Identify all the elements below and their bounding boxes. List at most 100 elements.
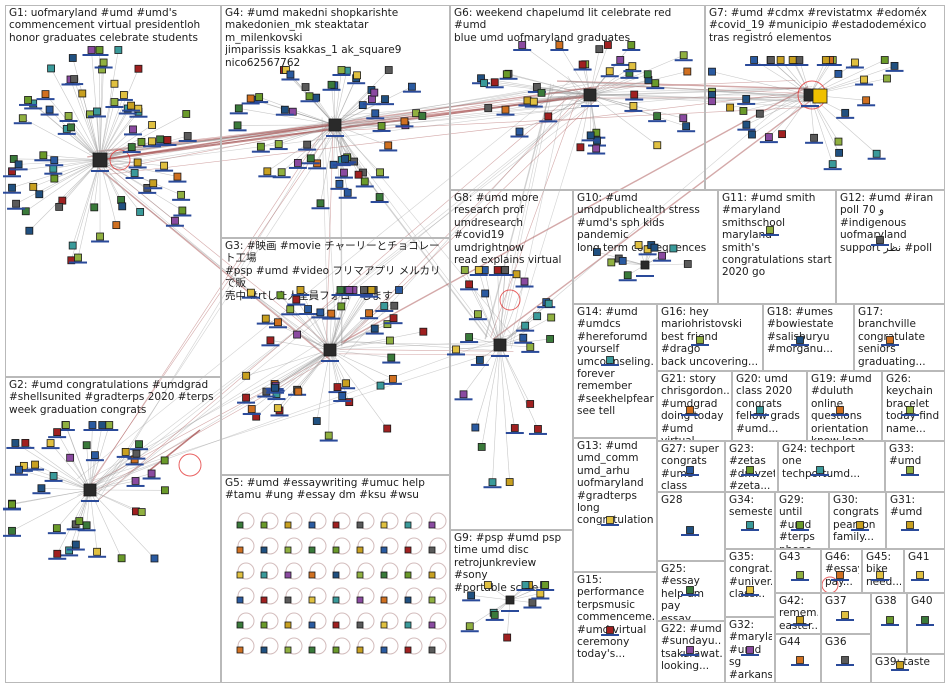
node [686, 526, 694, 534]
node-label-mark [332, 74, 351, 76]
edge [522, 44, 591, 96]
node-label-mark [783, 64, 802, 66]
node-label-mark [347, 82, 366, 85]
node-label-mark [60, 554, 79, 557]
node-label-mark [518, 104, 537, 107]
node-label-mark [618, 279, 637, 282]
edge [89, 424, 110, 491]
node [112, 221, 121, 230]
node-label-mark [281, 78, 300, 81]
edge [589, 44, 609, 96]
node [340, 168, 348, 177]
node-label-mark [384, 322, 403, 325]
edge [471, 595, 511, 601]
node-label-mark [129, 115, 148, 118]
node [627, 41, 636, 49]
edge [809, 94, 877, 154]
node [518, 41, 527, 49]
node [746, 646, 754, 654]
edge [329, 305, 395, 351]
node-label-mark [269, 148, 288, 151]
self-loop [285, 512, 303, 530]
node-label-mark [483, 486, 502, 489]
node-label-mark [395, 125, 414, 128]
node-label-mark [47, 532, 66, 535]
node-label-mark [319, 439, 338, 442]
node-label-mark [122, 109, 141, 112]
edge [98, 167, 331, 361]
node [490, 78, 499, 87]
node [544, 112, 553, 121]
edge [250, 292, 331, 351]
node [872, 149, 881, 158]
node [316, 199, 325, 208]
node-label-mark [257, 395, 276, 398]
node-label-mark [501, 610, 519, 612]
node-label-mark [130, 448, 149, 451]
self-loop [333, 637, 351, 655]
node [501, 105, 510, 114]
node [404, 546, 412, 554]
edge [96, 115, 335, 504]
self-loop [429, 637, 447, 655]
node-label-mark [7, 207, 26, 210]
node-label-mark [460, 288, 479, 291]
node [233, 121, 242, 130]
self-loop [357, 537, 375, 555]
edge [296, 349, 331, 390]
self-loop [285, 537, 303, 555]
node [576, 143, 585, 152]
node-label-mark [144, 187, 163, 190]
node-label-mark [383, 382, 402, 385]
edge [495, 83, 552, 349]
node-label-mark [83, 429, 102, 431]
node [286, 70, 295, 79]
node [303, 140, 312, 149]
self-loop [237, 637, 255, 655]
node-label-mark [69, 261, 88, 264]
node [748, 130, 756, 139]
node [308, 646, 316, 654]
node [182, 110, 191, 118]
node-label-mark [65, 83, 84, 86]
node [739, 107, 748, 115]
node [836, 406, 844, 414]
node [332, 621, 340, 629]
node [452, 345, 460, 354]
node [236, 596, 244, 604]
self-loop [429, 562, 447, 580]
node [236, 521, 244, 529]
node [428, 646, 436, 654]
edge [276, 349, 331, 395]
node-label-mark [237, 401, 256, 404]
edge [270, 340, 331, 351]
node-label-mark [371, 176, 390, 179]
node [886, 336, 894, 344]
node [686, 466, 694, 474]
edge [99, 111, 139, 161]
node [404, 621, 412, 629]
node-label-mark [871, 579, 889, 581]
node [356, 521, 364, 529]
self-loop [285, 637, 303, 655]
node [308, 596, 316, 604]
node [173, 172, 182, 181]
node-label-mark [531, 597, 550, 600]
node-label-mark [41, 447, 60, 450]
node [876, 571, 884, 579]
node-label-mark [681, 414, 699, 416]
node-label-mark [681, 594, 699, 596]
edge [329, 289, 350, 351]
edge [274, 349, 331, 388]
node-label-mark [87, 115, 106, 118]
node [686, 646, 694, 654]
edge [298, 349, 331, 392]
self-loop [333, 537, 351, 555]
node [308, 521, 316, 529]
node-label-mark [601, 364, 619, 366]
node [337, 302, 346, 311]
node [78, 89, 87, 98]
node-label-mark [311, 316, 330, 319]
edge [334, 85, 336, 126]
self-loop [381, 512, 399, 530]
